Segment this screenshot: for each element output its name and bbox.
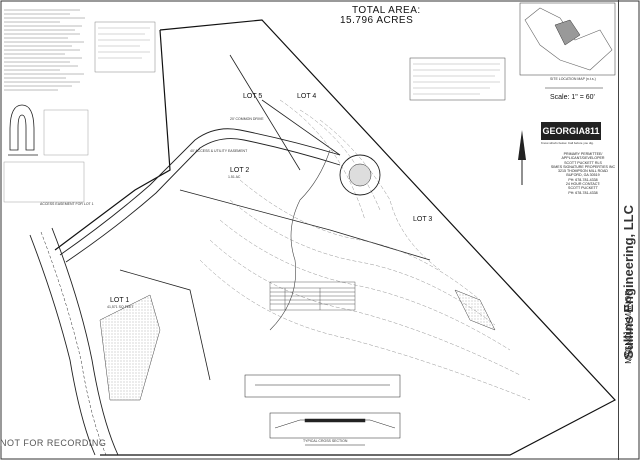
access-easement-label: 40' ACCESS & UTILITY EASEMENT bbox=[190, 149, 248, 153]
road bbox=[29, 227, 119, 456]
scale-label: Scale: 1" = 60' bbox=[550, 94, 595, 101]
property-boundary bbox=[54, 19, 616, 456]
site-location-map bbox=[519, 2, 616, 76]
north-arrow-icon bbox=[518, 130, 526, 185]
lot-1-label: LOT 1 bbox=[110, 297, 130, 304]
lot-lines bbox=[119, 54, 431, 381]
contours bbox=[199, 99, 531, 401]
georgia811-tagline: Know what's below. Call before you dig. bbox=[541, 141, 594, 145]
total-area-label: TOTAL AREA: bbox=[352, 5, 421, 16]
access-easement-lot1-label: ACCESS EASEMENT FOR LOT 1 bbox=[40, 202, 94, 206]
lot-2-label: LOT 2 bbox=[230, 167, 250, 174]
common-drive-label: 20' COMMON DRIVE bbox=[230, 117, 264, 121]
cross-section-label: TYPICAL CROSS SECTION bbox=[303, 439, 348, 443]
typical-cross-section bbox=[244, 374, 401, 446]
not-for-recording-stamp: NOT FOR RECORDING bbox=[0, 438, 107, 448]
total-area-value: 15.796 ACRES bbox=[340, 15, 414, 26]
lot-1-detail: 41,571 SQ FEET bbox=[107, 305, 134, 309]
cul-de-sac-detail bbox=[8, 104, 38, 156]
cul-de-sac-bulb bbox=[339, 154, 381, 196]
lot-2-detail: 1.51 AC bbox=[228, 175, 241, 179]
title-block bbox=[618, 0, 640, 460]
line-table bbox=[269, 281, 356, 311]
sheet-label: PRELIMINARY PLAT bbox=[628, 322, 633, 360]
common-drive bbox=[59, 128, 341, 263]
site-location-map-label: SITE LOCATION MAP (n.t.s.) bbox=[550, 77, 596, 81]
lot-3-label: LOT 3 bbox=[413, 216, 433, 223]
general-notes bbox=[4, 9, 85, 91]
lot-4-label: LOT 4 bbox=[297, 93, 317, 100]
georgia811-logo: GEORGIA811 bbox=[541, 122, 601, 140]
hatched-area bbox=[99, 294, 161, 401]
lot-5-label: LOT 5 bbox=[243, 93, 263, 100]
